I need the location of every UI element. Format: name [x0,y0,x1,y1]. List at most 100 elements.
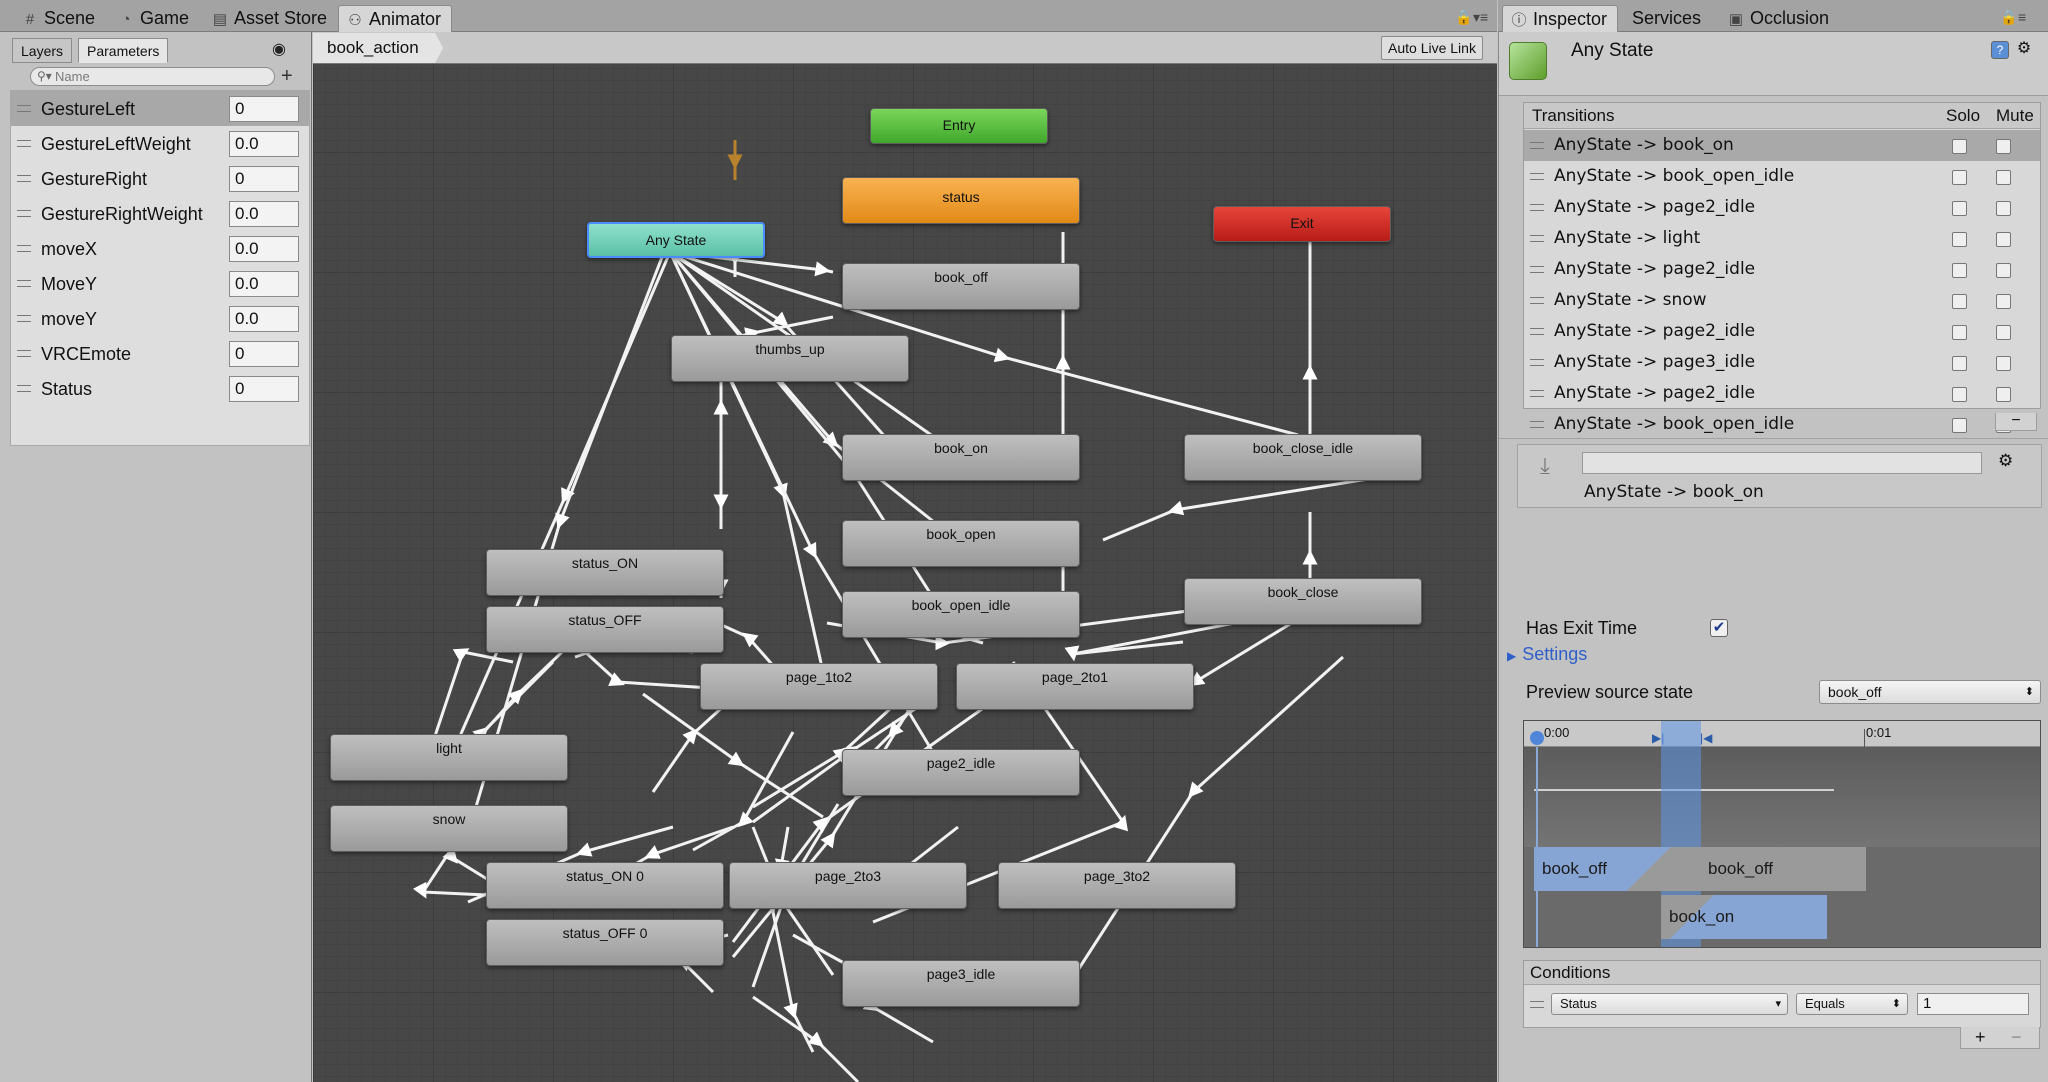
tab-parameters[interactable]: Parameters [78,38,169,63]
mute-checkbox[interactable] [1996,356,2011,371]
drag-handle-icon[interactable] [17,280,31,287]
transition-edge[interactable] [669,250,834,277]
drag-handle-icon[interactable] [17,385,31,392]
solo-checkbox[interactable] [1952,201,1967,216]
mute-checkbox[interactable] [1996,170,2011,185]
drag-handle-icon[interactable] [17,105,31,112]
transition-row[interactable]: AnyState -> page2_idle [1524,316,2040,347]
parameter-value-field[interactable]: 0 [229,376,299,402]
state-page-3to2[interactable]: page_3to2 [998,862,1236,909]
drag-handle-icon[interactable] [1530,421,1544,428]
lock-icon[interactable]: 🔒 [2000,9,2018,25]
tab-scene[interactable]: #Scene [14,5,105,32]
state-page-2to3[interactable]: page_2to3 [729,862,967,909]
state-book-on[interactable]: book_on [842,434,1080,481]
transition-name-field[interactable] [1582,452,1982,474]
drag-handle-icon[interactable] [1530,297,1544,304]
state-book-open[interactable]: book_open [842,520,1080,567]
state-page-2to1[interactable]: page_2to1 [956,663,1194,710]
transition-row[interactable]: AnyState -> snow [1524,285,2040,316]
drag-handle-icon[interactable] [1530,235,1544,242]
solo-checkbox[interactable] [1952,294,1967,309]
parameter-value-field[interactable]: 0 [229,96,299,122]
drag-handle-icon[interactable] [1530,173,1544,180]
state-book-close[interactable]: book_close [1184,578,1422,625]
parameter-value-field[interactable]: 0.0 [229,236,299,262]
parameter-value-field[interactable]: 0.0 [229,271,299,297]
tab-services[interactable]: Services [1624,5,1711,32]
preview-source-dropdown[interactable]: book_off⬍ [1819,680,2041,704]
transition-row[interactable]: AnyState -> light [1524,223,2040,254]
state-page3-idle[interactable]: page3_idle [842,960,1080,1007]
state-book-off[interactable]: book_off [842,263,1080,310]
transition-row[interactable]: AnyState -> page2_idle [1524,378,2040,409]
solo-checkbox[interactable] [1952,263,1967,278]
condition-value-input[interactable]: 1 [1917,993,2029,1015]
transition-row[interactable]: AnyState -> book_on [1524,130,2040,161]
state-status[interactable]: status [842,177,1080,224]
gear-icon[interactable]: ⚙ [2016,40,2032,57]
has-exit-time-checkbox[interactable]: ✔ [1710,619,1728,637]
solo-checkbox[interactable] [1952,232,1967,247]
destination-clip-bar[interactable]: book_on [1661,895,1827,939]
drag-handle-icon[interactable] [1530,359,1544,366]
mute-checkbox[interactable] [1996,139,2011,154]
transition-edge[interactable] [669,250,905,458]
solo-checkbox[interactable] [1952,139,1967,154]
parameter-value-field[interactable]: 0.0 [229,201,299,227]
breadcrumb[interactable]: book_action [313,33,443,63]
parameter-value-field[interactable]: 0.0 [229,131,299,157]
drag-handle-icon[interactable] [17,210,31,217]
parameter-value-field[interactable]: 0 [229,341,299,367]
mute-checkbox[interactable] [1996,263,2011,278]
parameter-search-input[interactable]: ⚲▾Name [30,67,275,86]
solo-checkbox[interactable] [1952,387,1967,402]
lock-icon[interactable]: 🔒 [1455,9,1473,25]
drag-handle-icon[interactable] [1530,266,1544,273]
state-status-off-0[interactable]: status_OFF 0 [486,919,724,966]
parameter-value-field[interactable]: 0.0 [229,306,299,332]
transition-row[interactable]: AnyState -> page3_idle [1524,347,2040,378]
drag-handle-icon[interactable] [1530,1001,1544,1008]
remove-condition-button[interactable]: − [2011,1027,2022,1047]
transition-edge[interactable] [752,995,860,1082]
transition-edge[interactable] [669,250,1299,437]
drag-handle-icon[interactable] [1530,390,1544,397]
transition-edge[interactable] [451,251,672,753]
parameter-value-field[interactable]: 0 [229,166,299,192]
condition-operator-dropdown[interactable]: Equals⬍ [1796,993,1908,1015]
transition-edge[interactable] [471,251,666,818]
solo-checkbox[interactable] [1952,418,1967,433]
drag-handle-icon[interactable] [17,350,31,357]
add-condition-button[interactable]: + [1975,1027,1986,1047]
eye-icon[interactable]: ◉ [272,41,286,58]
transition-edge[interactable] [692,731,795,852]
drag-handle-icon[interactable] [1530,204,1544,211]
mute-checkbox[interactable] [1996,325,2011,340]
playhead-marker-icon[interactable] [1530,731,1544,745]
mute-checkbox[interactable] [1996,232,2011,247]
state-page-1to2[interactable]: page_1to2 [700,663,938,710]
remove-transition-button[interactable]: − [1995,413,2037,431]
transition-edge[interactable] [421,648,514,773]
state-any[interactable]: Any State [587,222,765,258]
transition-edge[interactable] [1076,655,1345,971]
tab-asset-store[interactable]: ▤Asset Store [204,5,337,32]
drag-handle-icon[interactable] [17,140,31,147]
tab-animator[interactable]: ⚇Animator [338,5,453,32]
mute-checkbox[interactable] [1996,294,2011,309]
drag-handle-icon[interactable] [17,245,31,252]
transition-row[interactable]: AnyState -> book_open_idle [1524,409,2040,440]
mute-checkbox[interactable] [1996,387,2011,402]
state-page2-idle[interactable]: page2_idle [842,749,1080,796]
transition-timeline[interactable]: 0:00 0:01 ▶| |◀ book_off book_off book_o… [1523,720,2041,948]
